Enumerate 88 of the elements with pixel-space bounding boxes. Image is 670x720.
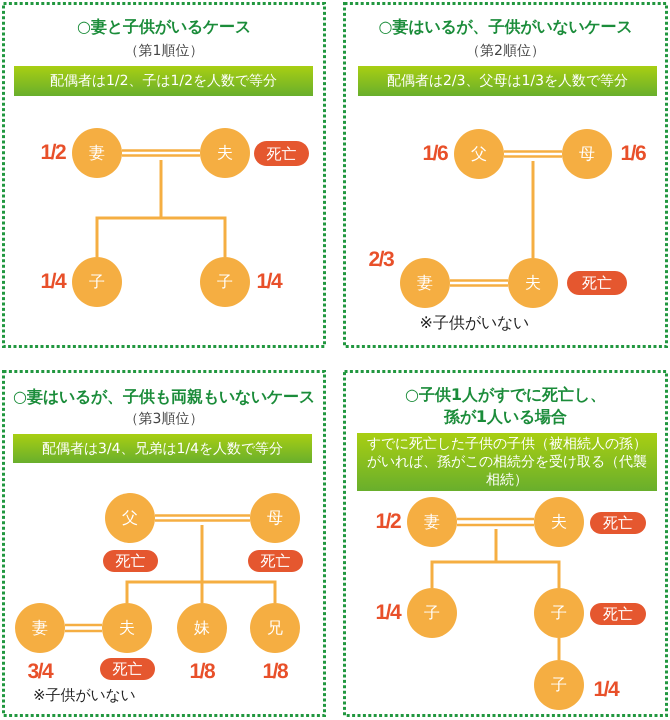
relative-label: 妻: [32, 619, 48, 637]
relative-circle: [534, 497, 584, 547]
relative-circle: [15, 603, 65, 653]
case-panel: [343, 370, 668, 717]
share-fraction: 2/3: [368, 249, 394, 271]
relative-label: 夫: [525, 274, 541, 292]
relative-label: 夫: [119, 619, 135, 637]
relative-circle: [400, 258, 450, 308]
relative-circle: [407, 588, 457, 638]
deceased-badge: 死亡: [254, 141, 309, 166]
relative-label: 夫: [217, 144, 233, 162]
relative-label: 父: [122, 509, 138, 527]
share-fraction: 1/2: [40, 142, 66, 164]
relative-circle: [454, 129, 504, 179]
deceased-badge: 死亡: [103, 550, 158, 572]
case-panel: [2, 370, 326, 717]
deceased-badge: 死亡: [590, 512, 646, 534]
banner-text: すでに死亡した子供の子供（被相続人の孫）がいれば、孫がこの相続分を受け取る（代襲相続）: [366, 435, 648, 489]
relative-label: 母: [579, 145, 595, 163]
relative-label: 子: [89, 273, 105, 291]
relative-circle: [102, 603, 152, 653]
share-fraction: 1/2: [376, 511, 400, 533]
panel-subtitle: （第1順位）: [124, 42, 204, 61]
marriage-line: [64, 624, 104, 632]
share-fraction: 1/8: [190, 661, 214, 683]
share-fraction: 1/4: [256, 271, 282, 293]
share-fraction: 1/8: [262, 661, 288, 683]
relative-circle: [534, 660, 584, 710]
relative-label: 子: [217, 273, 233, 291]
share-fraction: 1/4: [594, 679, 618, 701]
panel-subtitle: （第3順位）: [124, 410, 204, 429]
case-panel: [2, 2, 326, 348]
summary-banner: [14, 66, 313, 96]
panel-title: ○妻はいるが、子供がいないケース: [378, 16, 632, 38]
marriage-line: [154, 514, 252, 522]
relative-circle: [407, 497, 457, 547]
marriage-line: [502, 150, 564, 158]
marriage-line: [120, 149, 202, 157]
case-panel: [343, 2, 668, 348]
deceased-badge: 死亡: [100, 658, 155, 680]
share-fraction: 1/6: [620, 143, 646, 165]
relative-label: 兄: [267, 619, 283, 637]
descent-line: [558, 638, 560, 660]
share-fraction: 1/4: [40, 271, 66, 293]
relative-label: 父: [471, 145, 487, 163]
relative-label: 子: [551, 676, 567, 694]
deceased-badge: 死亡: [248, 550, 303, 572]
deceased-badge: 死亡: [590, 603, 646, 625]
relative-label: 子: [551, 604, 567, 622]
relative-circle: [177, 603, 227, 653]
relative-circle: [508, 258, 558, 308]
relative-circle: [250, 493, 300, 543]
relative-label: 妹: [194, 619, 210, 637]
relative-label: 妻: [89, 144, 105, 162]
relative-label: 子: [424, 604, 440, 622]
relative-label: 妻: [417, 274, 433, 292]
relative-circle: [105, 493, 155, 543]
relative-label: 夫: [551, 513, 567, 531]
relative-circle: [534, 588, 584, 638]
relative-label: 母: [267, 509, 283, 527]
panel-subtitle: （第2順位）: [466, 42, 545, 61]
share-fraction: 3/4: [28, 661, 52, 683]
banner-text: 配偶者は2/3、父母は1/3を人数で等分: [386, 72, 630, 90]
share-fraction: 1/6: [422, 143, 448, 165]
descent-line: [200, 525, 276, 603]
note-text: ※子供がいない: [33, 685, 136, 705]
descent-line: [494, 529, 560, 588]
relative-circle: [250, 603, 300, 653]
relative-circle: [200, 257, 250, 307]
relative-circle: [562, 129, 612, 179]
panel-title: ○妻と子供がいるケース: [77, 16, 251, 38]
panel-title: ○子供1人がすでに死亡し、孫が1人いる場合: [404, 384, 608, 428]
note-text: ※子供がいない: [420, 313, 529, 333]
marriage-line: [448, 279, 510, 287]
relative-label: 妻: [424, 513, 440, 531]
relative-circle: [200, 128, 250, 178]
summary-banner: [358, 66, 657, 96]
deceased-badge: 死亡: [567, 271, 627, 295]
relative-circle: [72, 128, 122, 178]
banner-text: 配偶者は1/2、子は1/2を人数で等分: [48, 72, 278, 90]
descent-line: [532, 161, 534, 258]
summary-banner: [13, 434, 312, 463]
banner-text: 配偶者は3/4、兄弟は1/4を人数で等分: [40, 440, 284, 458]
relative-circle: [72, 257, 122, 307]
marriage-line: [456, 518, 536, 526]
panel-title: ○妻はいるが、子供も両親もいないケース: [13, 386, 315, 408]
descent-line: [160, 160, 226, 257]
share-fraction: 1/4: [376, 602, 400, 624]
